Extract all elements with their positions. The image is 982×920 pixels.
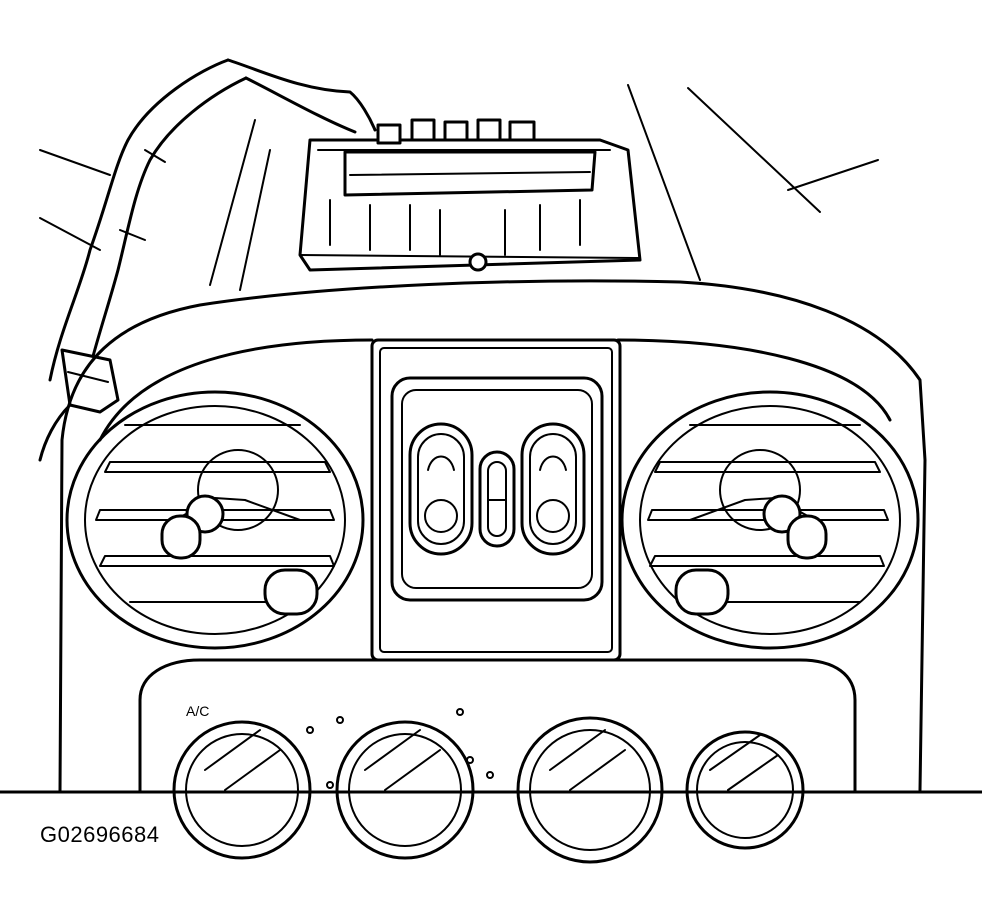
- left-vent-knob[interactable]: [160, 494, 225, 560]
- windshield-lines: [39, 84, 879, 291]
- wiring-harness: [38, 58, 377, 462]
- control-module: [298, 118, 642, 272]
- window-switch-left[interactable]: [408, 422, 474, 556]
- right-vent-knob[interactable]: [762, 494, 828, 560]
- dial-marker-dots: [306, 708, 494, 789]
- climate-control-panel: A/C: [138, 658, 857, 794]
- left-air-vent[interactable]: [65, 390, 365, 650]
- left-vent-thumbwheel[interactable]: [263, 568, 319, 616]
- recirc-knob[interactable]: [685, 730, 805, 850]
- fan-speed-knob[interactable]: [172, 720, 312, 860]
- temperature-knob[interactable]: [516, 716, 664, 864]
- lock-switch-center[interactable]: [478, 450, 516, 548]
- figure-id-label: G02696684: [40, 822, 160, 847]
- right-air-vent[interactable]: [620, 390, 920, 650]
- window-switch-right[interactable]: [520, 422, 586, 556]
- dash-cowl: [58, 279, 927, 794]
- right-vent-thumbwheel[interactable]: [674, 568, 730, 616]
- mode-knob[interactable]: [335, 720, 475, 860]
- ac-mark-label: A/C: [186, 703, 209, 719]
